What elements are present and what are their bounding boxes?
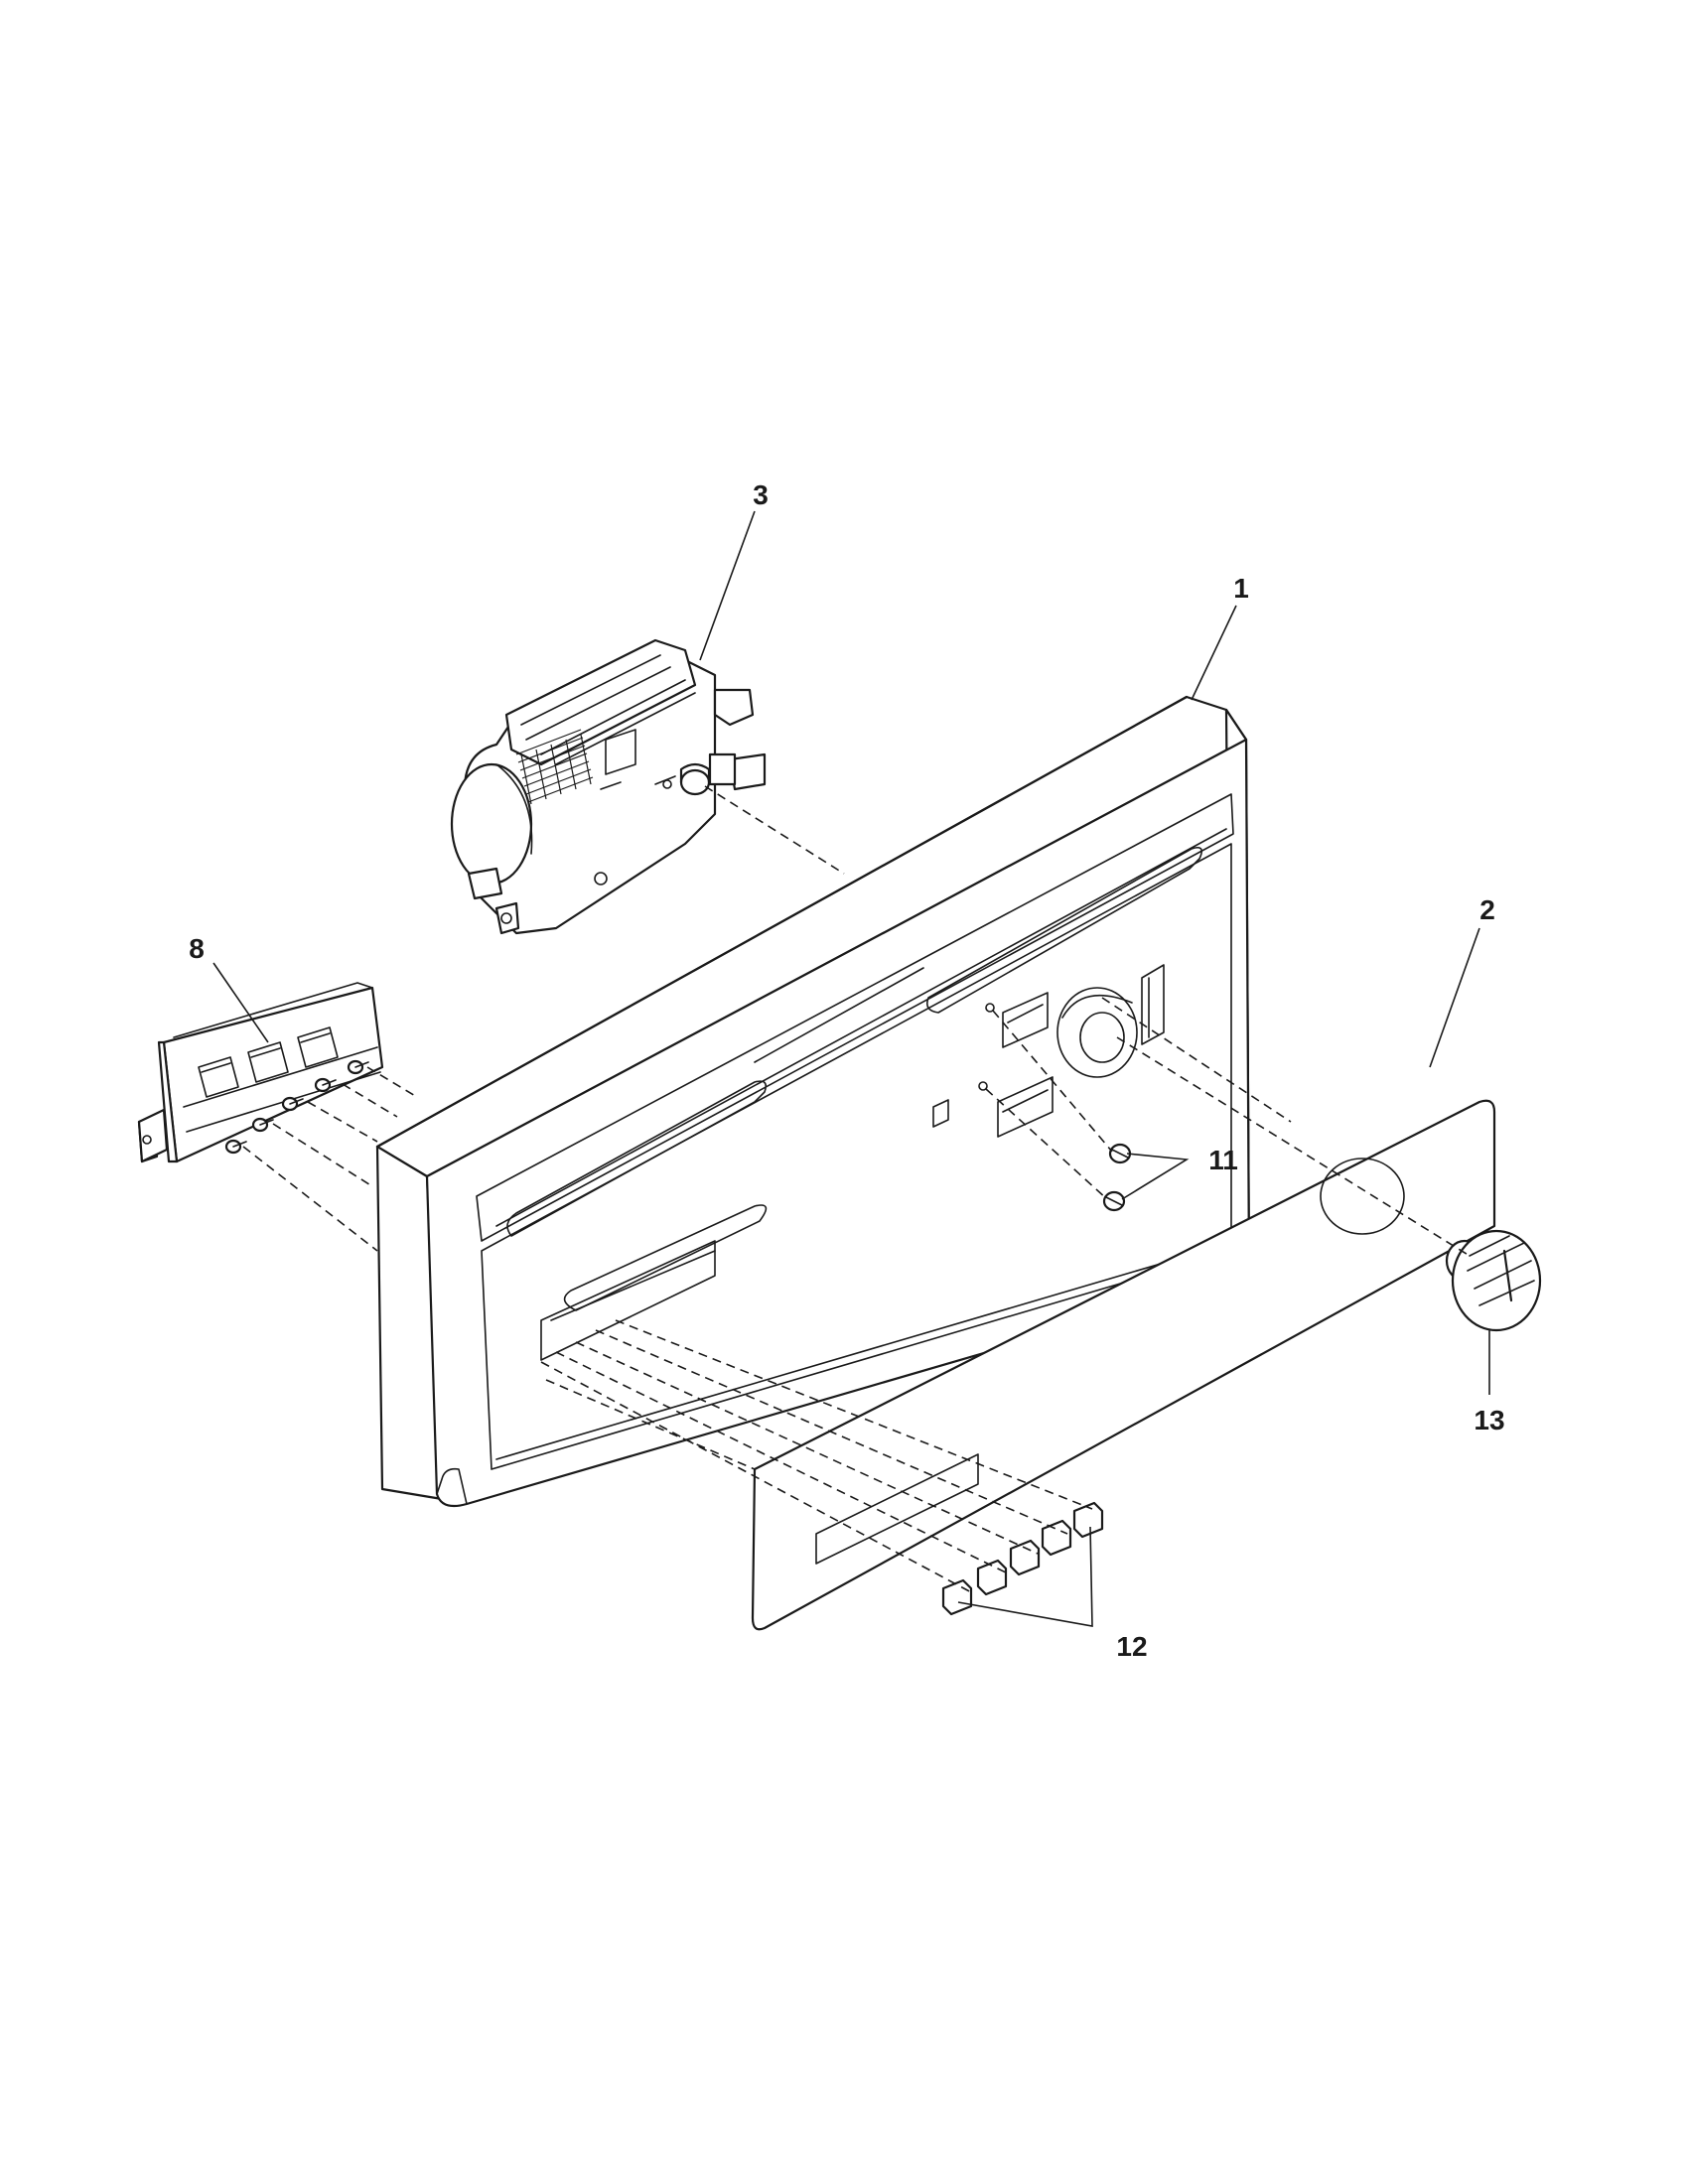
- timer-assembly-part-3: [450, 638, 767, 935]
- callout-13: 13: [1474, 1405, 1504, 1435]
- callout-8: 8: [189, 933, 205, 964]
- screws-part-11: [1102, 1143, 1132, 1212]
- callout-2: 2: [1479, 894, 1495, 925]
- overlay-panel-part-2: [751, 1099, 1496, 1631]
- buttons-part-12: [941, 1501, 1104, 1616]
- knob-part-13: [1445, 1229, 1542, 1332]
- callout-3: 3: [753, 479, 769, 510]
- callout-11: 11: [1208, 1145, 1238, 1175]
- leader-lines: [212, 510, 1490, 1627]
- switch-plungers: [224, 1059, 369, 1155]
- switch-assembly-part-8: [137, 982, 384, 1163]
- callout-labels: 3 1 8 2 11 13 12: [189, 479, 1504, 1662]
- assembly-lines: [242, 785, 1471, 1594]
- callout-1: 1: [1233, 573, 1249, 604]
- callout-12: 12: [1116, 1631, 1147, 1662]
- timer-contacts: [515, 729, 594, 805]
